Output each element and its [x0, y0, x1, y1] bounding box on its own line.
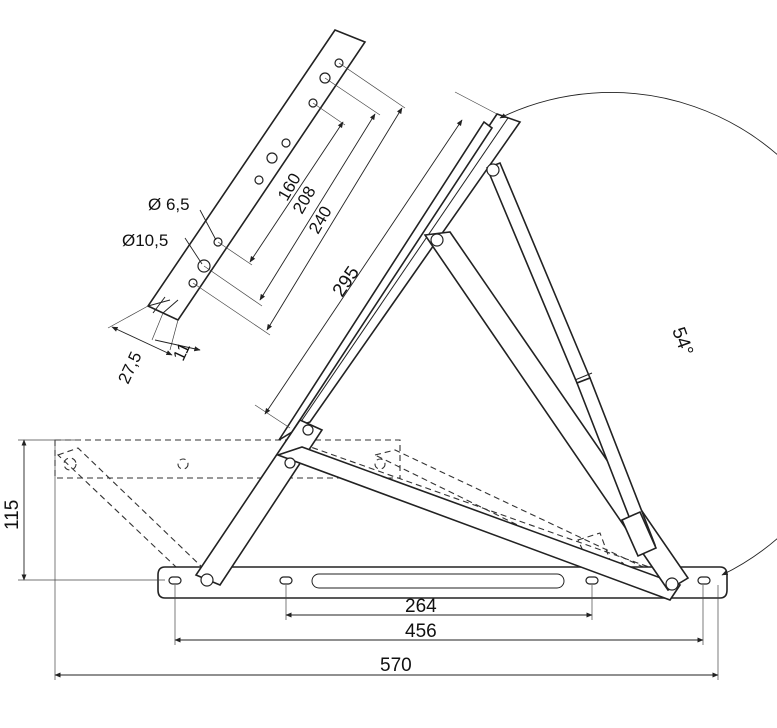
dim-dia-10-5: Ø10,5	[122, 231, 168, 250]
sash-arm	[278, 113, 522, 441]
dimension-lines	[18, 62, 777, 680]
dim-115: 115	[2, 500, 23, 530]
dim-456: 456	[405, 621, 437, 642]
dim-264: 264	[405, 596, 437, 617]
hole-pattern-detail	[146, 29, 367, 322]
dim-54-deg: 54°	[667, 325, 697, 359]
support-arm	[194, 418, 324, 587]
dim-11: 11	[169, 340, 194, 364]
dim-295: 295	[329, 263, 364, 301]
dim-27-5: 27,5	[114, 349, 145, 387]
dim-570: 570	[380, 655, 412, 676]
dim-dia-6-5: Ø 6,5	[148, 195, 190, 214]
